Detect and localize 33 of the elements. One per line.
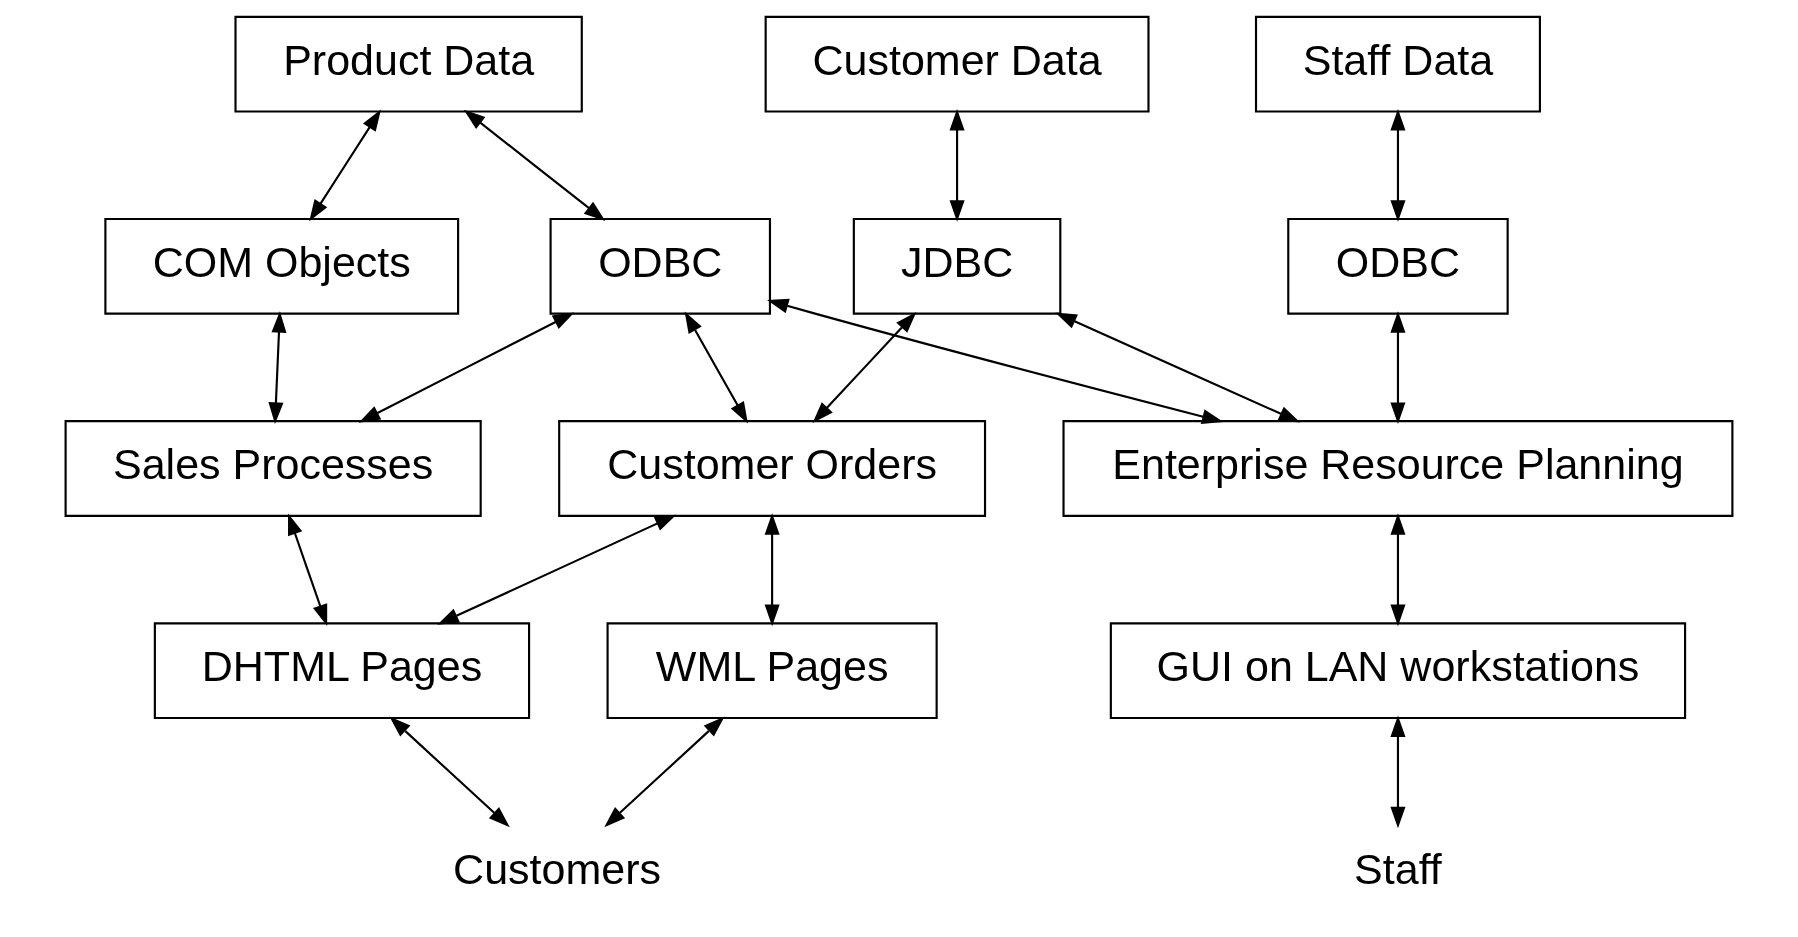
node-box: COM Objects xyxy=(104,217,460,315)
node-text: Staff xyxy=(1354,844,1442,893)
arrow xyxy=(604,716,725,828)
node-box: JDBC xyxy=(852,217,1062,315)
node-box: Customer Orders xyxy=(558,420,987,517)
node-box: GUI on LAN workstations xyxy=(1109,622,1687,720)
arrow xyxy=(268,311,287,424)
node-box: Customer Data xyxy=(764,15,1150,113)
arrow xyxy=(764,513,780,627)
arrow xyxy=(1390,311,1406,424)
arrow xyxy=(1390,715,1406,829)
arrow xyxy=(389,716,510,828)
node-box: Sales Processes xyxy=(64,420,482,517)
arrow xyxy=(1390,108,1406,222)
arrow xyxy=(463,109,606,221)
arrow xyxy=(949,108,965,222)
arrow xyxy=(1055,312,1301,423)
arrow xyxy=(309,109,381,222)
arrow xyxy=(437,514,677,625)
node-box: ODBC xyxy=(549,217,772,315)
node-box: WML Pages xyxy=(606,622,938,720)
arrow xyxy=(358,312,575,423)
arrow xyxy=(684,311,748,424)
node-box: Product Data xyxy=(234,15,583,113)
arrow xyxy=(767,298,1224,424)
node-box: Staff Data xyxy=(1254,15,1541,113)
node-text: Customers xyxy=(453,844,661,893)
arrow xyxy=(812,312,917,424)
node-box: ODBC xyxy=(1287,217,1509,315)
node-box: Enterprise Resource Planning xyxy=(1062,420,1734,517)
arrow xyxy=(1390,513,1406,627)
arrow xyxy=(288,513,328,626)
node-box: DHTML Pages xyxy=(153,622,531,720)
